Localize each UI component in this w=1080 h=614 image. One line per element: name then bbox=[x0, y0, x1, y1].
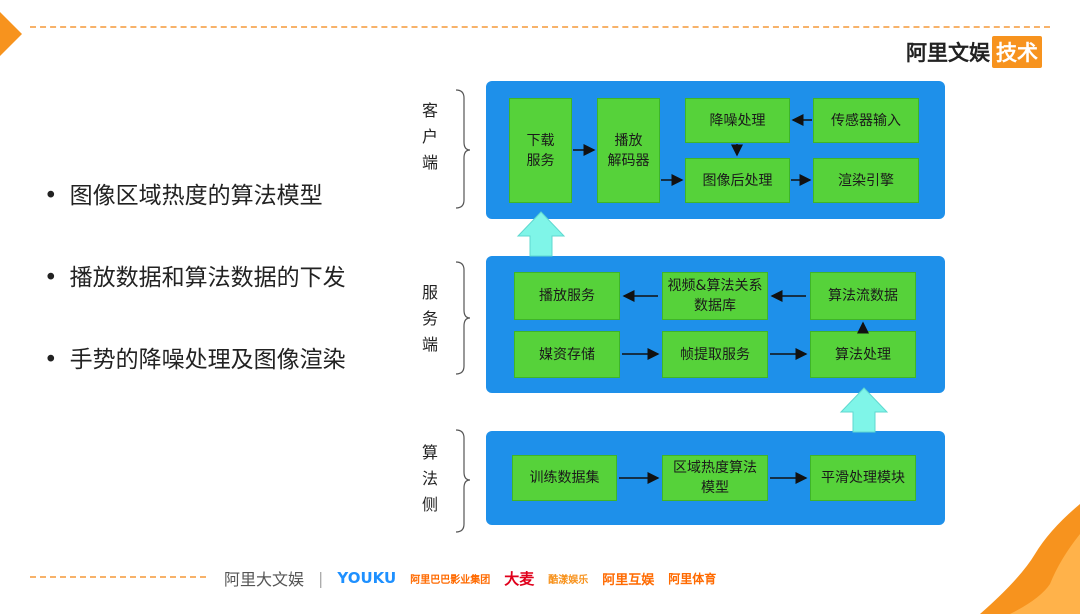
up-arrow-algo-server bbox=[839, 387, 889, 433]
section-label-text: 服 务 端 bbox=[421, 283, 438, 354]
section-braces bbox=[455, 89, 471, 533]
smoothing-module-box: 平滑处理模块 bbox=[810, 455, 916, 501]
label-server: 服 务 端 bbox=[420, 280, 440, 358]
bullet-item: 手势的降噪处理及图像渲染 bbox=[44, 340, 346, 374]
heat-model-box: 区域热度算法 模型 bbox=[662, 455, 768, 501]
up-arrow-server-client bbox=[516, 211, 566, 257]
algo-process-box: 算法处理 bbox=[810, 331, 916, 378]
partner-logo: YOUKU bbox=[337, 569, 397, 587]
separator: | bbox=[318, 568, 324, 588]
partner-logo: 阿里巴巴影业集团 bbox=[410, 574, 491, 586]
brand-tag: 技术 bbox=[992, 36, 1042, 68]
label-algo: 算 法 侧 bbox=[420, 440, 440, 518]
bullet-item: 播放数据和算法数据的下发 bbox=[44, 258, 346, 292]
render-engine-box: 渲染引擎 bbox=[813, 158, 919, 203]
frame-extract-box: 帧提取服务 bbox=[662, 331, 768, 378]
partner-logo: 阿里互娱 bbox=[602, 572, 655, 588]
partner-logo: 阿里大文娱 bbox=[224, 570, 305, 589]
partner-logo: 酷漾娱乐 bbox=[548, 574, 589, 586]
decoder-box: 播放 解码器 bbox=[597, 98, 660, 203]
header-divider bbox=[30, 26, 1050, 28]
post-processing-box: 图像后处理 bbox=[685, 158, 790, 203]
section-label-text: 算 法 侧 bbox=[421, 443, 438, 514]
relation-db-box: 视频&算法关系 数据库 bbox=[662, 272, 768, 320]
label-client: 客 户 端 bbox=[420, 98, 440, 176]
flame-decoration bbox=[980, 504, 1080, 614]
brand-name: 阿里文娱 bbox=[906, 41, 990, 65]
partner-logo: 阿里体育 bbox=[668, 571, 717, 586]
partner-logos: 阿里大文娱 | YOUKU 阿里巴巴影业集团 大麦 酷漾娱乐 阿里互娱 阿里体育 bbox=[224, 566, 716, 590]
section-label-text: 客 户 端 bbox=[421, 101, 438, 172]
play-service-box: 播放服务 bbox=[514, 272, 620, 320]
algo-stream-box: 算法流数据 bbox=[810, 272, 916, 320]
denoise-box: 降噪处理 bbox=[685, 98, 790, 143]
training-dataset-box: 训练数据集 bbox=[512, 455, 617, 501]
bullet-item: 图像区域热度的算法模型 bbox=[44, 176, 323, 210]
corner-triangle bbox=[0, 12, 22, 56]
download-service-box: 下载 服务 bbox=[509, 98, 572, 203]
sensor-input-box: 传感器输入 bbox=[813, 98, 919, 143]
footer-divider bbox=[30, 576, 206, 578]
brand-logo: 阿里文娱 技术 bbox=[906, 36, 1042, 68]
media-storage-box: 媒资存储 bbox=[514, 331, 620, 378]
partner-logo: 大麦 bbox=[504, 569, 535, 588]
